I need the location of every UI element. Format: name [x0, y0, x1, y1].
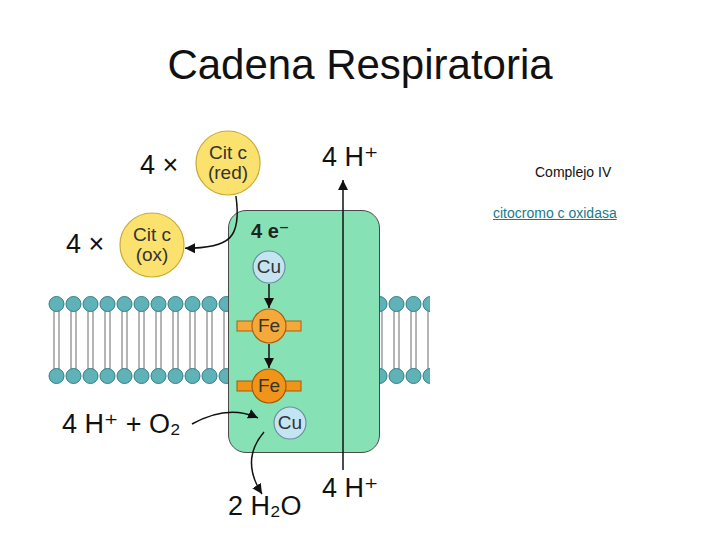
electron-transfer-arrow — [268, 284, 270, 308]
multiplier-label: 4 × — [66, 229, 104, 260]
copper-center: Cu — [252, 250, 286, 284]
copper-center: Cu — [273, 406, 307, 440]
proton-label: 4 H⁺ — [322, 141, 378, 173]
complex-iv-box: 4 e⁻CuFeFeCu — [228, 210, 380, 453]
product-label: 2 H₂O — [228, 491, 302, 522]
electron-count: 4 e⁻ — [251, 219, 289, 243]
reactant-label: 4 H⁺ + O₂ — [62, 408, 181, 440]
electron-transfer-arrow — [268, 344, 270, 368]
cytochrome-c-oxidized: Cit c (ox) — [119, 212, 185, 278]
circle-shape — [274, 407, 306, 439]
complex-label: Complejo IV — [535, 164, 611, 180]
enzyme-name-link: citocromo c oxidasa — [493, 205, 617, 221]
circle-shape — [253, 251, 285, 283]
node-label: Cu — [273, 406, 307, 440]
circle-shape — [196, 131, 260, 195]
proton-pump-arrow — [342, 180, 344, 470]
slide-title: Cadena Respiratoria — [0, 40, 720, 90]
water-arrow — [251, 432, 264, 494]
multiplier-label: 4 × — [140, 150, 178, 181]
heme-iron: Fe — [235, 368, 303, 404]
proton-label: 4 H⁺ — [322, 472, 378, 504]
node-label: Cit c (red) — [195, 130, 261, 196]
circle-shape — [120, 213, 184, 277]
node-label: Cit c (ox) — [119, 212, 185, 278]
node-label: Cu — [252, 250, 286, 284]
node-label: Fe — [235, 368, 303, 404]
electron-transfer-arrow — [185, 196, 237, 248]
cytochrome-c-reduced: Cit c (red) — [195, 130, 261, 196]
oxygen-arrow — [192, 412, 258, 424]
node-label: Fe — [235, 308, 303, 344]
heme-iron: Fe — [235, 308, 303, 344]
